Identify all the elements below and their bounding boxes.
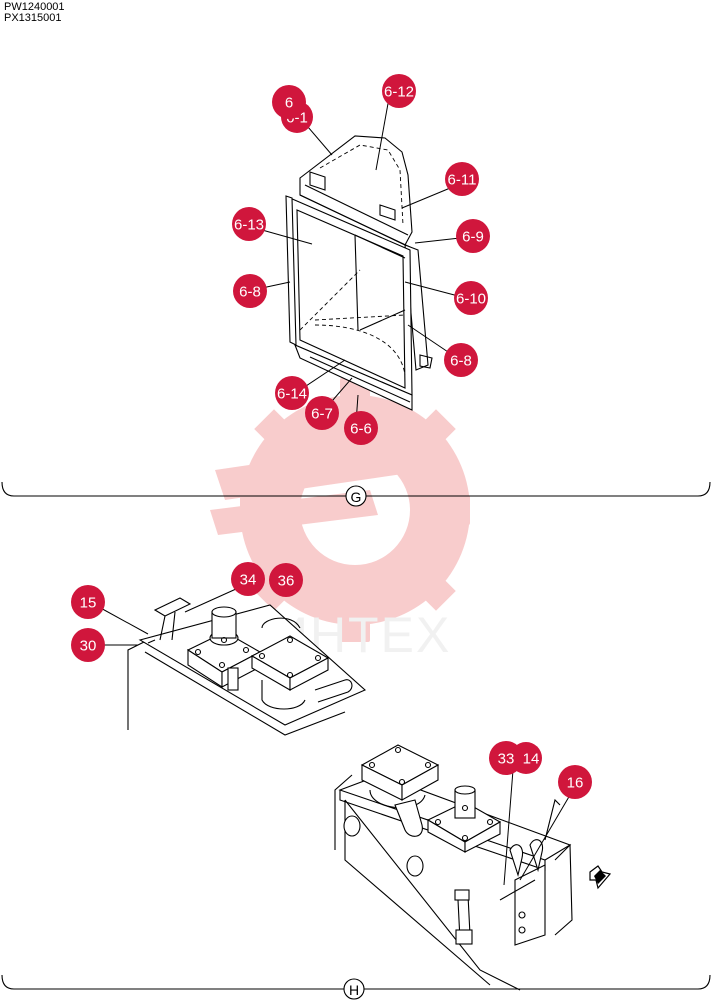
callout-30[interactable]: 30 xyxy=(71,628,105,662)
callout-6-9-label: 6-9 xyxy=(462,229,484,246)
callout-6-12[interactable]: 6-12 xyxy=(382,74,416,108)
callout-6-13-label: 6-13 xyxy=(234,217,264,234)
callout-6-14[interactable]: 6-14 xyxy=(275,376,309,410)
section-h-label: H xyxy=(349,982,359,998)
callout-6-12-label: 6-12 xyxy=(384,84,414,101)
part-code-1: PW1240001 xyxy=(4,1,65,13)
callout-14-label: 14 xyxy=(523,751,540,768)
callout-16-label: 16 xyxy=(567,775,584,792)
callout-36[interactable]: 36 xyxy=(269,563,303,597)
callout-33[interactable]: 33 xyxy=(489,741,523,775)
callout-6-8-right[interactable]: 6-8 xyxy=(444,343,478,377)
callout-6-6[interactable]: 6-6 xyxy=(344,411,378,445)
callout-6-label: 6 xyxy=(285,95,293,112)
direction-arrow-icon xyxy=(589,865,612,890)
callout-6[interactable]: 6 xyxy=(272,85,306,119)
callout-36-label: 36 xyxy=(278,573,295,590)
callout-6-10[interactable]: 6-10 xyxy=(454,281,488,315)
callout-15[interactable]: 15 xyxy=(71,585,105,619)
callout-6-7-label: 6-7 xyxy=(311,406,333,423)
valve-plate-drawing-upper xyxy=(127,597,367,736)
section-g-label: G xyxy=(351,489,362,505)
callout-6-14-label: 6-14 xyxy=(277,386,307,403)
callout-6-10-label: 6-10 xyxy=(456,291,486,308)
callout-6-11[interactable]: 6-11 xyxy=(445,162,479,196)
callout-30-label: 30 xyxy=(80,638,97,655)
callout-6-8-left-label: 6-8 xyxy=(239,284,261,301)
valve-plate-drawing-lower xyxy=(334,744,573,991)
callout-16[interactable]: 16 xyxy=(558,765,592,799)
callout-34-label: 34 xyxy=(240,572,257,589)
section-g-divider: G xyxy=(1,481,711,507)
callout-6-7[interactable]: 6-7 xyxy=(305,396,339,430)
callout-6-13[interactable]: 6-13 xyxy=(232,207,266,241)
callout-33-label: 33 xyxy=(498,751,515,768)
section-h-divider: H xyxy=(1,974,711,1000)
part-code-2: PX1315001 xyxy=(4,12,62,24)
duct-assembly-drawing xyxy=(285,135,433,411)
section-h-lower-leaders xyxy=(503,769,571,886)
callout-6-6-label: 6-6 xyxy=(350,421,372,438)
callout-15-label: 15 xyxy=(80,595,97,612)
callout-6-8-right-label: 6-8 xyxy=(450,353,472,370)
callout-6-9[interactable]: 6-9 xyxy=(456,219,490,253)
section-h-upper-leaders xyxy=(96,588,237,646)
callout-34[interactable]: 34 xyxy=(231,562,265,596)
callout-6-11-label: 6-11 xyxy=(448,172,477,189)
callout-6-8-left[interactable]: 6-8 xyxy=(233,274,267,308)
